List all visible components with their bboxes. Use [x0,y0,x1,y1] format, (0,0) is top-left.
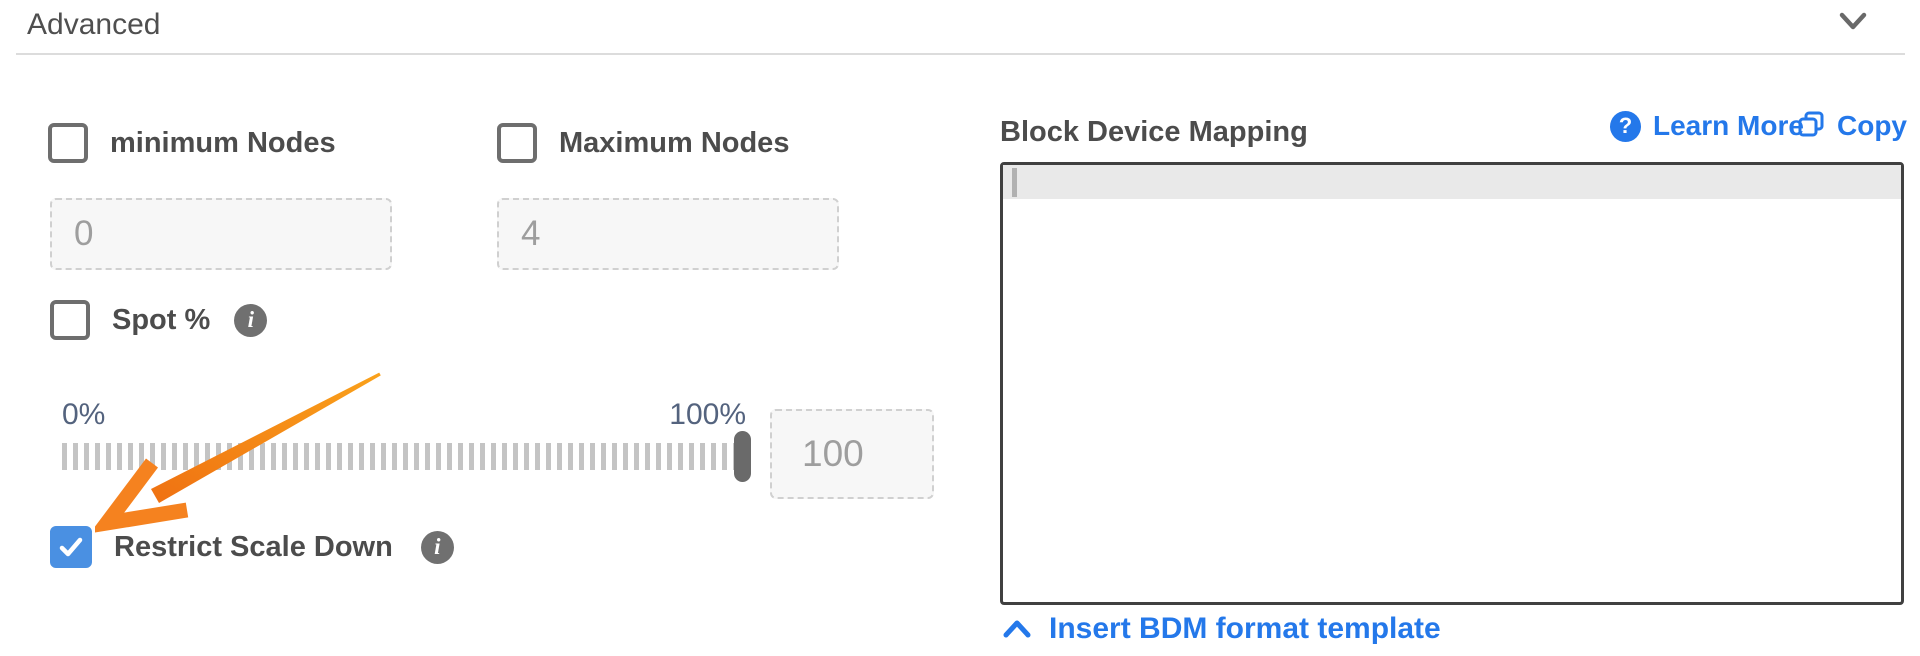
min-nodes-label: minimum Nodes [110,126,336,159]
copy-icon [1798,111,1824,137]
max-nodes-input[interactable] [497,198,839,270]
copy-button[interactable]: Copy [1795,110,1907,142]
restrict-scale-down-checkbox[interactable] [50,526,92,568]
max-nodes-row: Maximum Nodes [497,123,789,163]
learn-more-link[interactable]: ? Learn More [1610,110,1804,142]
section-title: Advanced [27,8,161,41]
min-nodes-checkbox[interactable] [48,123,88,163]
slider-max-label: 100% [669,398,746,431]
insert-bdm-template-label: Insert BDM format template [1049,612,1441,645]
restrict-scale-down-row: Restrict Scale Down i [50,526,454,568]
question-circle-icon: ? [1610,110,1641,142]
restrict-info-icon[interactable]: i [420,530,454,564]
max-nodes-label: Maximum Nodes [559,126,790,159]
checkmark-icon [59,537,83,557]
spot-info-icon[interactable]: i [234,303,268,337]
section-divider [16,53,1905,55]
copy-label: Copy [1837,110,1907,141]
spot-slider-handle[interactable] [734,431,751,482]
insert-bdm-template-link[interactable]: Insert BDM format template [1003,612,1441,646]
spot-percentage-input[interactable] [770,409,934,499]
bdm-title: Block Device Mapping [1000,116,1308,148]
learn-more-label: Learn More [1653,110,1804,141]
min-nodes-input[interactable] [50,198,392,270]
spot-label: Spot % [112,303,211,336]
editor-cursor [1012,168,1017,197]
slider-min-label: 0% [62,398,106,431]
bdm-editor[interactable] [1000,162,1904,605]
spot-row: Spot % i [50,300,268,340]
editor-active-line [1003,165,1901,199]
max-nodes-checkbox[interactable] [497,123,537,163]
min-nodes-row: minimum Nodes [48,123,336,163]
spot-slider-track[interactable] [62,443,752,470]
restrict-scale-down-label: Restrict Scale Down [114,530,393,563]
spot-checkbox[interactable] [50,300,90,340]
chevron-up-icon [1003,620,1031,638]
chevron-down-icon[interactable] [1838,8,1868,34]
